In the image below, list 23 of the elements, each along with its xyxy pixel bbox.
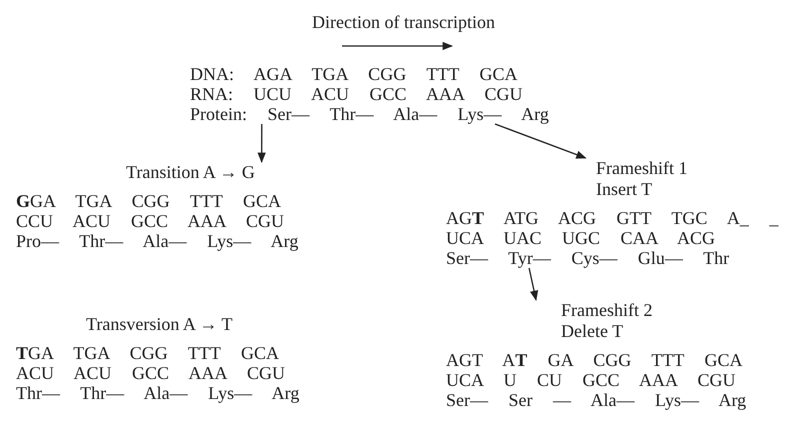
sequence-row-text: AGT AT GA CGG TTT GCA — [446, 350, 744, 370]
mutation-heading: Frameshift 1 Insert T — [596, 158, 688, 200]
sequence-row-text: GGA TGA CGG TTT GCA — [16, 191, 282, 211]
sequence-row-text: DNA: AGA TGA CGG TTT GCA — [190, 64, 519, 84]
sequence-row-text: UCA U CU GCC AAA CGU — [446, 370, 737, 390]
sequence-row: Ser— Ser — Ala— Lys— Arg — [446, 390, 746, 410]
mutation-heading: Transversion A → T — [86, 314, 234, 335]
diagram-title: Direction of transcription — [312, 12, 495, 33]
arrow — [528, 268, 538, 302]
sequence-row-text: CCU ACU GCC AAA CGU — [16, 211, 286, 231]
arrow — [494, 123, 587, 159]
mutation-heading: Frameshift 2 Delete T — [561, 300, 654, 342]
arrow — [258, 124, 266, 164]
sequence-row-text: Ser— Tyr— Cys— Glu— Thr — [446, 248, 730, 268]
sequence-row: AGT ATG ACG GTT TGC A_ _ — [446, 208, 778, 228]
mutation-heading: Transition A → G — [126, 162, 256, 183]
sequence-row-text: TGA TGA CGG TTT GCA — [16, 343, 280, 363]
sequence-row: Pro— Thr— Ala— Lys— Arg — [16, 231, 298, 251]
sequence-row-text: ACU ACU GCC AAA CGU — [16, 363, 286, 383]
sequence-row: Thr— Thr— Ala— Lys— Arg — [16, 383, 300, 403]
sequence-row-text: RNA: UCU ACU GCC AAA CGU — [190, 84, 524, 104]
sequence-row-text: UCA UAC UGC CAA ACG — [446, 228, 716, 248]
sequence-row: Protein: Ser— Thr— Ala— Lys— Arg — [190, 104, 549, 124]
